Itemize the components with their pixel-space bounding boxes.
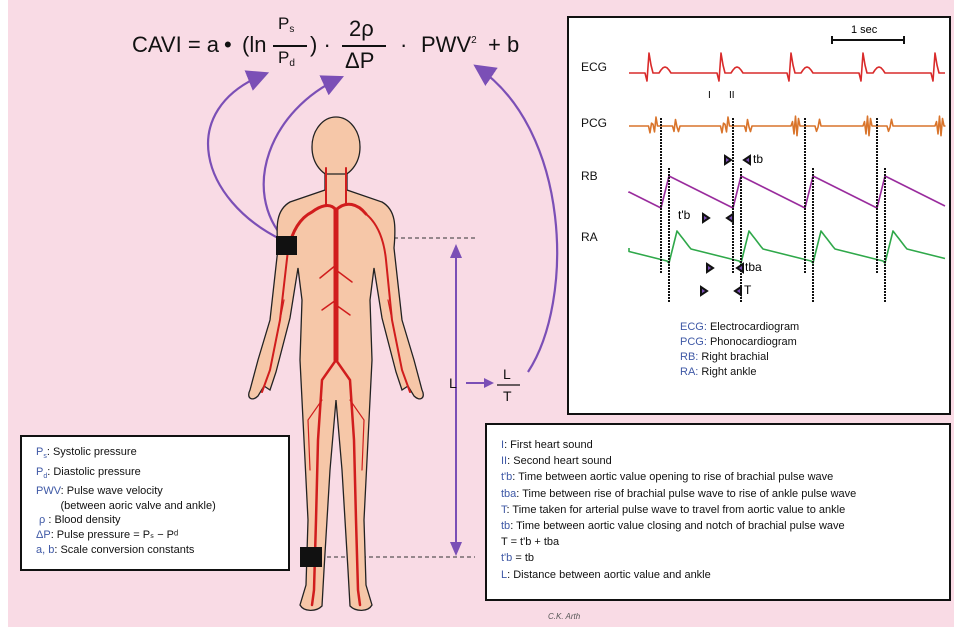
variable-item: Ps: Systolic pressure [36,445,288,465]
interval-marker-arrow [727,214,733,222]
length-label: L [449,375,457,391]
channel-ecg: ECG [581,60,607,74]
interval-marker-arrow [735,287,741,295]
marker-tba: tba [745,260,762,274]
wave-legend-item: RB: Right brachial [680,350,799,365]
channel-rb: RB [581,169,598,183]
interval-marker-arrow [744,156,750,164]
channel-ra: RA [581,230,598,244]
wave-legend-item: PCG: Phonocardiogram [680,335,799,350]
definition-item: tba: Time between rise of brachial pulse… [501,486,949,502]
variable-item: (between aoric valve and ankle) [36,499,288,514]
rb-trace [629,176,945,208]
definition-item: tb: Time between aortic value closing an… [501,518,949,534]
ra-trace [629,231,945,263]
ecg-trace [629,53,945,81]
interval-marker-arrow [707,264,713,272]
interval-marker-arrow [737,264,743,272]
fraction-t: T [503,388,512,404]
marker-tprime-b: t'b [678,208,690,222]
definition-item: I: First heart sound [501,437,949,453]
ankle-cuff [300,547,322,567]
definition-item: L: Distance between aortic value and ank… [501,567,949,583]
variable-item: ρ : Blood density [36,513,288,528]
scale-label: 1 sec [851,24,877,36]
brachial-cuff [276,236,297,255]
interval-marker-arrow [703,214,709,222]
wave-legend-item: RA: Right ankle [680,365,799,380]
heart-sound-ii: II [729,90,735,101]
definition-item: t'b = tb [501,550,949,566]
wave-legend-item: ECG: Electrocardiogram [680,320,799,335]
marker-t: T [744,283,751,297]
interval-marker-arrow [701,287,707,295]
variable-item: ΔP: Pulse pressure = Pₛ − Pᵈ [36,528,288,543]
definition-item: T = t'b + tba [501,534,949,550]
interval-marker-arrow [725,156,731,164]
heart-sound-i: I [708,90,711,101]
artist-signature: C.K. Arth [548,612,580,621]
waveform-legend: ECG: Electrocardiogram PCG: Phonocardiog… [680,320,799,380]
channel-pcg: PCG [581,116,607,130]
variable-item: a, b: Scale conversion constants [36,543,288,558]
arrow-to-pwv-term [477,67,557,372]
definition-item: t'b: Time between aortic value opening t… [501,469,949,485]
variables-legend: Ps: Systolic pressure Pd: Diastolic pres… [20,435,290,571]
fraction-l: L [503,366,511,382]
marker-tb: tb [753,152,763,166]
pcg-trace [629,116,946,136]
variable-item: Pd: Diastolic pressure [36,465,288,485]
arrow-to-pressure-term [208,74,282,240]
variable-item: PWV: Pulse wave velocity [36,484,288,499]
definition-item: II: Second heart sound [501,453,949,469]
definition-item: T: Time taken for arterial pulse wave to… [501,502,949,518]
definitions-legend: I: First heart sound II: Second heart so… [485,423,951,601]
